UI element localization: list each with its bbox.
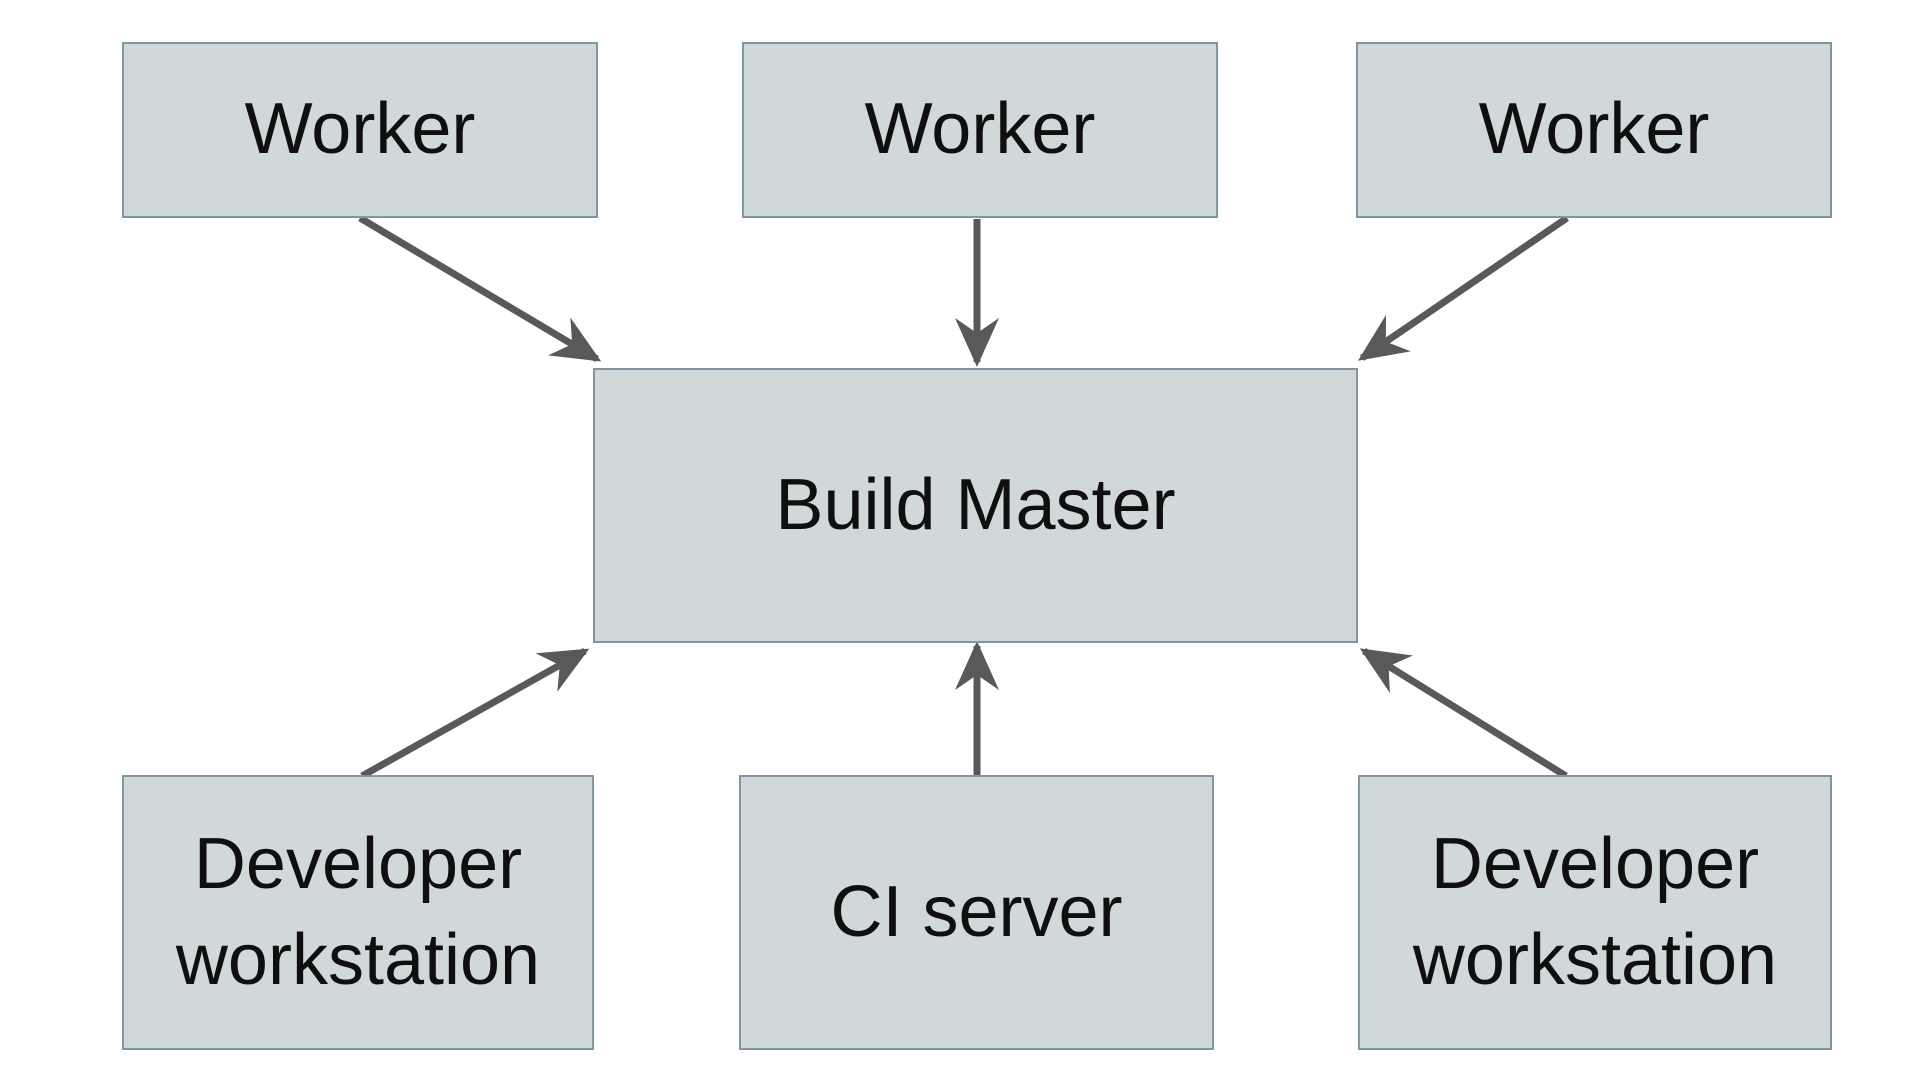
node-build-master: Build Master — [593, 368, 1358, 643]
node-worker-3: Worker — [1356, 42, 1832, 218]
arrow-worker-3-to-build-master — [1357, 215, 1569, 361]
node-dev-workstation-1: Developer workstation — [122, 775, 594, 1050]
arrow-dev-workstation-2-to-build-master — [1359, 648, 1568, 779]
node-dev-workstation-2-label: Developer workstation — [1412, 824, 1778, 1000]
node-dev-workstation-1-label: Developer workstation — [175, 824, 541, 1000]
node-build-master-label: Build Master — [775, 464, 1176, 545]
node-worker-1: Worker — [122, 42, 598, 218]
node-worker-1-label: Worker — [244, 89, 476, 170]
arrow-dev-workstation-1-to-build-master — [360, 647, 590, 780]
node-ci-server-label: CI server — [830, 871, 1123, 952]
node-worker-2-label: Worker — [864, 89, 1096, 170]
node-worker-2: Worker — [742, 42, 1218, 218]
node-ci-server: CI server — [739, 775, 1214, 1050]
arrow-worker-1-to-build-master — [358, 214, 602, 363]
node-dev-workstation-2: Developer workstation — [1358, 775, 1832, 1050]
node-worker-3-label: Worker — [1478, 89, 1710, 170]
